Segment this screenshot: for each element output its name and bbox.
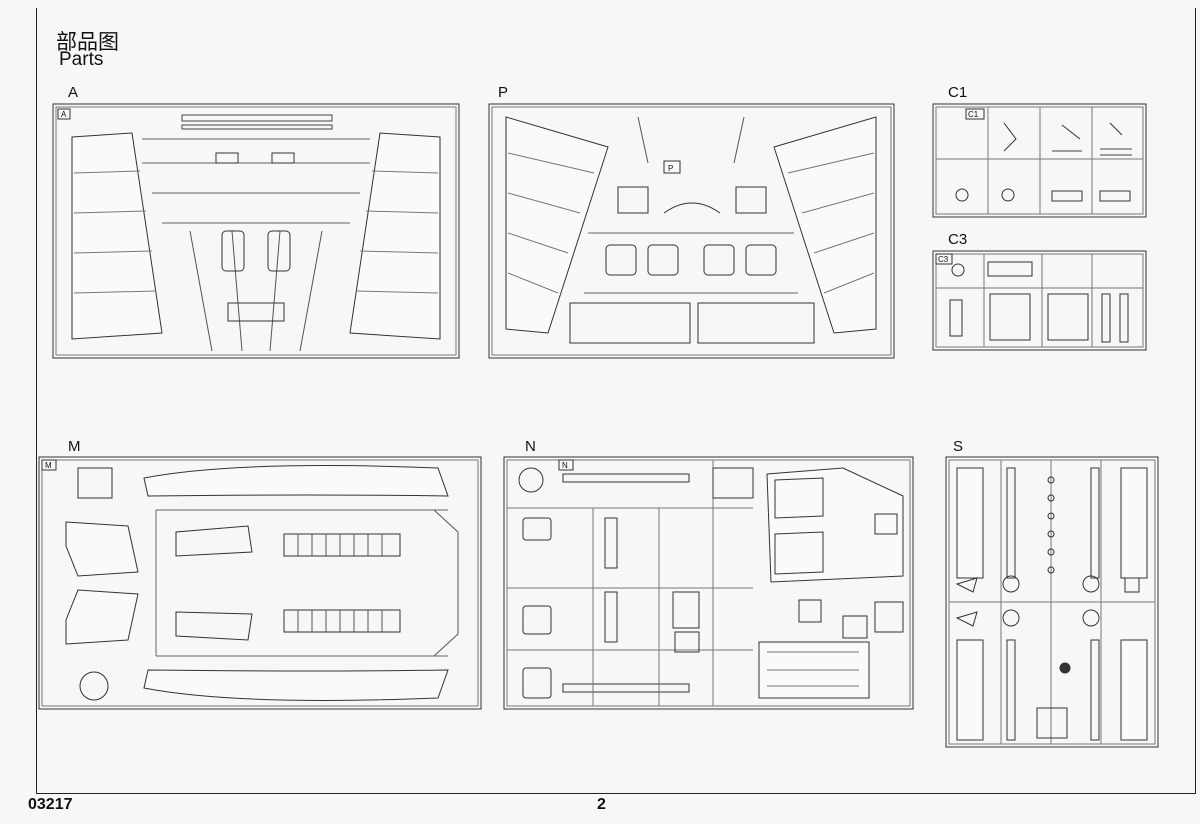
product-code: 03217: [28, 796, 73, 813]
sprue-c1-tag: C1: [968, 110, 979, 119]
sprue-label-m: M: [68, 438, 81, 455]
sprue-label-c1: C1: [948, 84, 968, 101]
parts-title-english: Parts: [59, 49, 104, 70]
sprue-m-tag: M: [45, 461, 52, 470]
sprue-p: P: [488, 103, 895, 359]
page-frame: [36, 8, 1196, 794]
sprue-c1: C1: [932, 103, 1147, 218]
page-number: 2: [597, 796, 606, 813]
sprue-n: N: [503, 456, 914, 710]
sprue-label-a: A: [68, 84, 79, 101]
sprue-p-tag: P: [668, 164, 673, 173]
sprue-c3: C3: [932, 250, 1147, 351]
sprue-n-tag: N: [562, 461, 568, 470]
sprue-label-c3: C3: [948, 231, 968, 248]
sprue-label-n: N: [525, 438, 536, 455]
parts-title-chinese: 部品图: [56, 30, 119, 54]
sprue-a: A: [52, 103, 460, 359]
sprue-label-p: P: [498, 84, 509, 101]
sprue-c3-tag: C3: [938, 255, 949, 264]
sprue-a-tag: A: [61, 110, 67, 119]
sprue-m: M: [38, 456, 482, 710]
sprue-s: [945, 456, 1159, 748]
sprue-label-s: S: [953, 438, 964, 455]
